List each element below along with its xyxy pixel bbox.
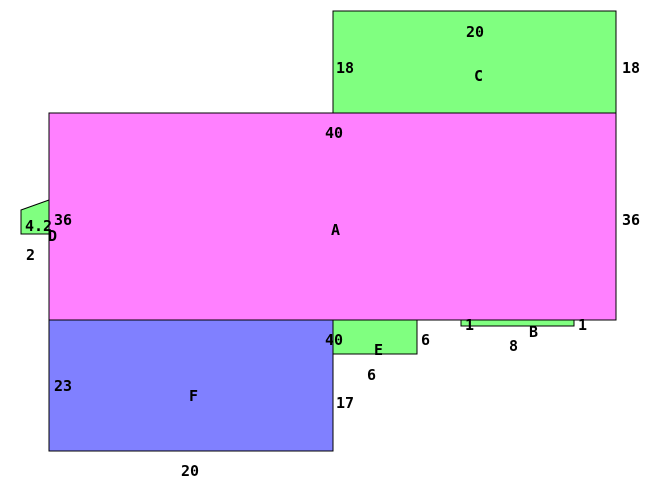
room-a-dim-top: 40: [325, 124, 343, 142]
room-b-dim-bottom: 8: [509, 337, 518, 355]
room-e-dim-right: 6: [421, 331, 430, 349]
room-d-dim-bottom: 2: [26, 246, 35, 264]
room-e-label: E: [374, 341, 383, 359]
room-b-label: B: [529, 323, 538, 341]
room-b-shape: [460, 319, 575, 327]
room-d-shape: [20, 199, 50, 235]
room-b-dim-left: 1: [465, 316, 474, 334]
room-c-dim-top: 20: [466, 23, 484, 41]
room-d-label: D: [48, 227, 57, 245]
room-c-shape: [332, 10, 617, 114]
room-a-shape: [48, 112, 617, 321]
room-c-label: C: [474, 67, 483, 85]
room-c-dim-left: 18: [336, 59, 354, 77]
room-a-dim-right: 36: [622, 211, 640, 229]
room-f-dim-top: 40: [325, 331, 343, 349]
room-f-label: F: [189, 387, 198, 405]
room-f-dim-bottom: 20: [181, 462, 199, 480]
room-b-dim-right: 1: [578, 316, 587, 334]
room-f-dim-left: 23: [54, 377, 72, 395]
room-c-dim-right: 18: [622, 59, 640, 77]
room-d-dim-top: 4.2: [25, 217, 52, 235]
room-a-label: A: [331, 221, 340, 239]
room-f-dim-right: 17: [336, 394, 354, 412]
room-e-dim-bottom: 6: [367, 366, 376, 384]
room-f-shape: [48, 319, 334, 452]
room-e-shape: [332, 319, 418, 355]
room-a-dim-left: 36: [54, 211, 72, 229]
